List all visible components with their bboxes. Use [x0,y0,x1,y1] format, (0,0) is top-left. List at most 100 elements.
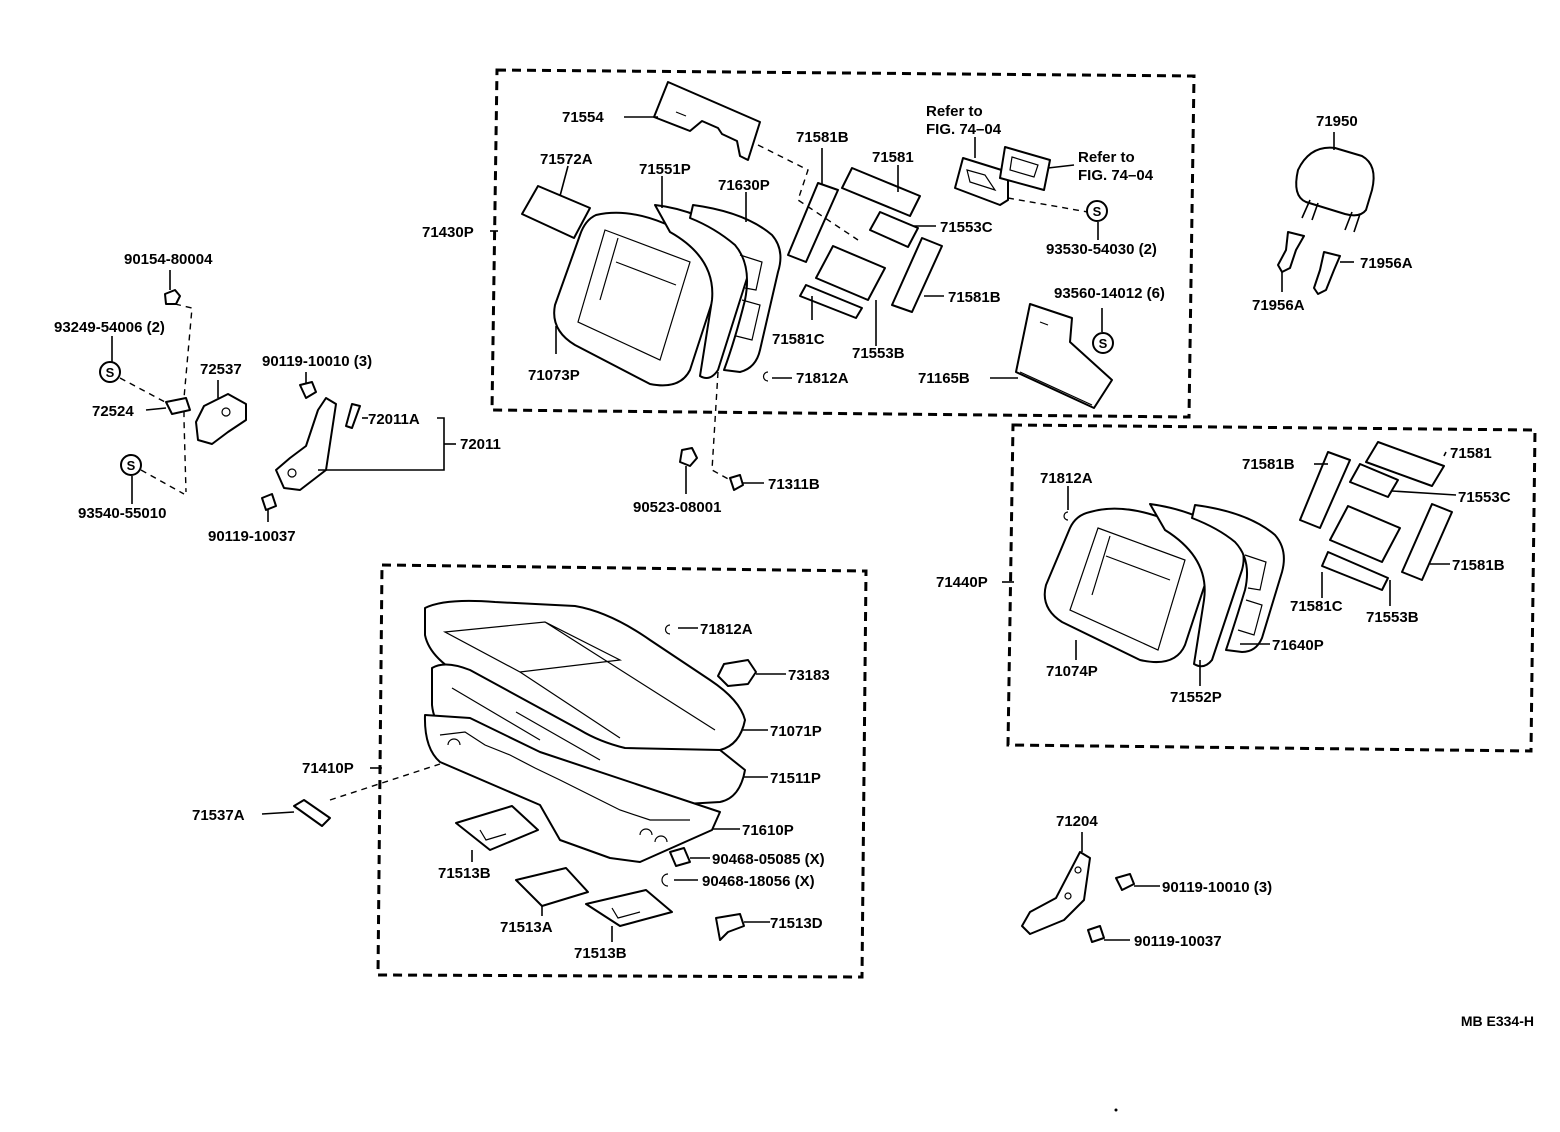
label-71812A-top: 71812A [796,370,849,387]
part-71204-bracket [1021,851,1091,935]
part-71640P-frame [1191,504,1285,653]
hook-71812A-center [664,624,671,635]
part-71581B-strip-d [1401,503,1453,581]
part-71572A-pad [521,185,591,239]
bolt-90119-10010-left [299,381,317,399]
part-72011-hinge-bracket [275,397,337,491]
label-71440P: 71440P [936,574,988,591]
label-90119-10037-right: 90119-10037 [1134,933,1222,950]
part-71581C-wire-a [799,284,863,319]
label-71581C-right: 71581C [1290,598,1343,615]
part-71513D-clip [715,913,745,941]
label-71581B-right2: 71581B [1452,557,1505,574]
bolt-90119-10010-right [1115,873,1135,891]
label-90154: 90154-80004 [124,251,213,268]
label-71630P: 71630P [718,177,770,194]
leader-lines [111,116,1457,942]
part-71581B-strip-c [1299,451,1351,529]
label-71553C-right: 71553C [1458,489,1511,506]
label-71513A: 71513A [500,919,553,936]
label-refer2-line1: Refer to [1078,149,1135,166]
part-72537-cover [195,393,247,445]
hook-71812A-top [762,371,769,382]
link-refer-to-93530 [1007,197,1089,213]
s-clip-93530: S [1086,200,1108,222]
stray-dot [1114,1108,1118,1112]
label-71581B-right: 71581B [1242,456,1295,473]
bolt-90119-10037-right [1087,925,1105,943]
label-71581B-top: 71581B [796,129,849,146]
label-71073P: 71073P [528,367,580,384]
label-71581B-top2: 71581B [948,289,1001,306]
figure-code: MB E334-H [1461,1013,1534,1029]
label-90119-10010-right: 90119-10010 (3) [1162,879,1272,896]
label-72524: 72524 [92,403,134,420]
label-71204: 71204 [1056,813,1098,830]
label-71513B-b: 71513B [574,945,627,962]
part-71630P-frame [689,204,782,373]
label-71537A: 71537A [192,807,245,824]
s-clip-93249-glyph: S [106,365,115,380]
label-71551P: 71551P [639,161,691,178]
part-90468-18056-hook [661,873,669,887]
part-71581-pad-b [1365,441,1445,487]
label-71513D: 71513D [770,915,823,932]
label-72011: 72011 [460,436,501,453]
label-90468-05085: 90468-05085 (X) [712,851,825,868]
label-71572A: 71572A [540,151,593,168]
label-90119-10010-left: 90119-10010 (3) [262,353,372,370]
label-71581-top: 71581 [872,149,914,166]
part-71581-pad-a [841,167,921,217]
group-box-right-seatback [1006,423,1537,753]
label-71311B: 71311B [768,476,820,493]
label-90119-10037-left: 90119-10037 [208,528,296,545]
part-73183-clip [717,659,757,687]
part-71513A-pad [515,867,589,907]
label-71410P: 71410P [302,760,354,777]
label-71581C-top: 71581C [772,331,825,348]
part-71165B-board [1015,303,1113,409]
link-93540-hinge [140,469,185,495]
link-71554-71581B [757,144,859,241]
label-93540: 93540-55010 [78,505,166,522]
label-93530: 93530-54030 (2) [1046,241,1157,258]
s-clip-93249: S [99,361,121,383]
hook-71812A-right [1063,511,1069,521]
group-box-seat-cushion [376,563,868,979]
label-93249: 93249-54006 (2) [54,319,165,336]
part-72524-knob [165,397,191,415]
label-71956A-right: 71956A [1360,255,1413,272]
part-71553C-pad-b [1349,463,1399,498]
part-71553B-pad-a [815,245,886,301]
label-71950: 71950 [1316,113,1358,130]
label-refer1-line1: Refer to [926,103,983,120]
s-clip-93560: S [1092,332,1114,354]
label-90468-18056: 90468-18056 (X) [702,873,815,890]
link-90154-72524 [174,303,193,493]
label-71552P: 71552P [1170,689,1222,706]
part-71610P-seat-frame [423,714,721,863]
bolt-71311B [729,474,744,491]
label-71553B-right: 71553B [1366,609,1419,626]
part-71581B-strip-a [787,182,839,263]
label-72011A: 72011A [368,411,420,428]
part-71513B-pad-a [455,805,539,851]
bolt-90119-10037-left [261,493,277,511]
part-72011A-spring [345,403,361,429]
label-73183: 73183 [788,667,830,684]
group-box-upper-seatback [490,68,1196,419]
label-71430P: 71430P [422,224,474,241]
label-refer1-line2: FIG. 74–04 [926,121,1002,138]
label-93560: 93560-14012 (6) [1054,285,1165,302]
label-71610P: 71610P [742,822,794,839]
label-71553C-top: 71553C [940,219,993,236]
part-71956A-guide-left [1277,231,1305,273]
label-71074P: 71074P [1046,663,1098,680]
s-clip-93560-glyph: S [1099,336,1108,351]
part-71950-headrest [1295,146,1375,233]
label-71812A-center: 71812A [700,621,753,638]
label-71554: 71554 [562,109,604,126]
part-71581C-wire-b [1321,551,1389,591]
label-71511P: 71511P [770,770,821,787]
